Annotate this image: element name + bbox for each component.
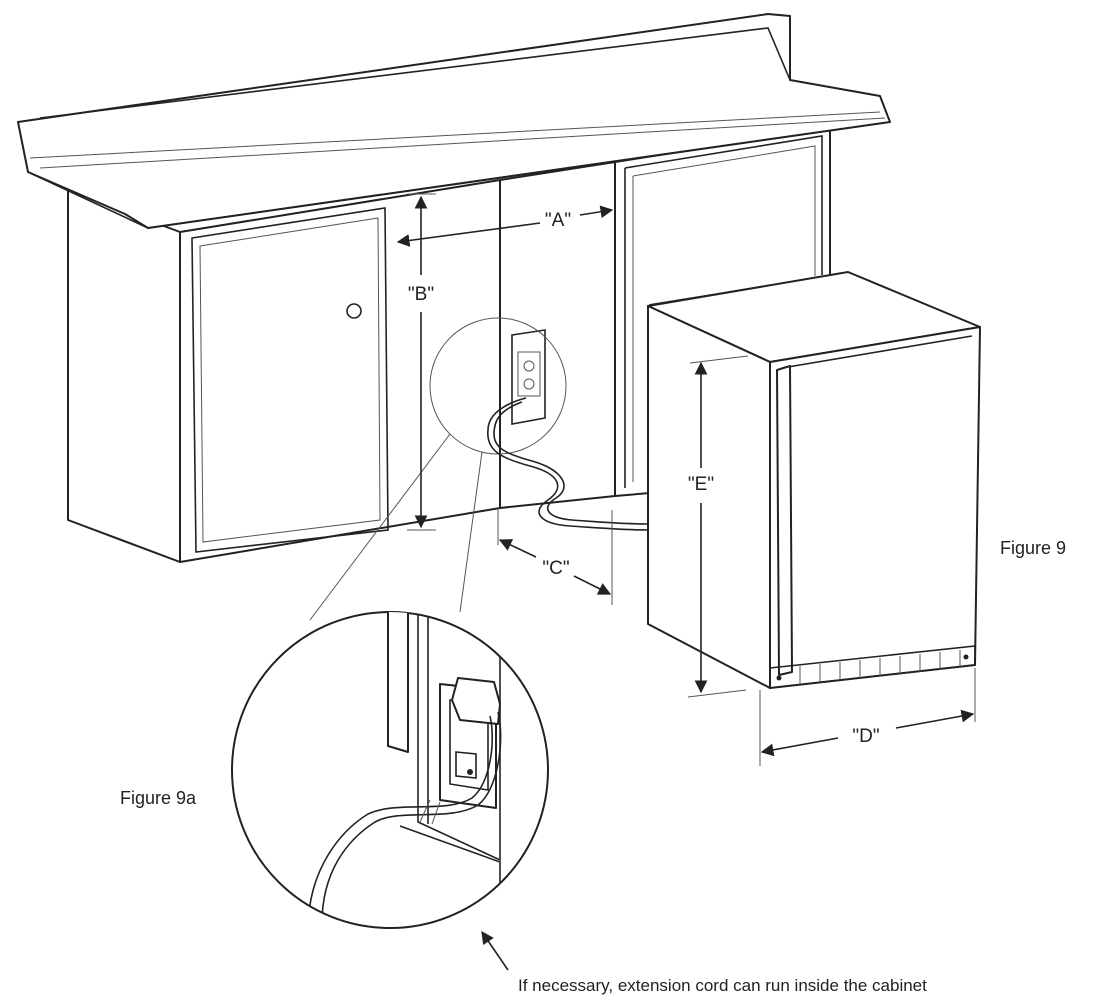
wall-outlet xyxy=(511,329,546,425)
undercounter-refrigerator xyxy=(647,271,981,689)
toe-kick-grille xyxy=(769,645,976,689)
label-b: "B" xyxy=(408,284,434,305)
cabinet-door-left xyxy=(191,207,389,553)
power-cord xyxy=(487,397,651,531)
door-handle xyxy=(776,365,793,676)
figure-9-label: Figure 9 xyxy=(1000,538,1066,558)
countertop xyxy=(17,13,891,229)
label-c: "C" xyxy=(542,558,569,579)
label-a: "A" xyxy=(545,210,571,231)
dimension-e: "E" xyxy=(688,355,749,698)
dimension-c: "C" xyxy=(497,508,613,605)
figure-9a-label: Figure 9a xyxy=(120,788,197,808)
label-e: "E" xyxy=(688,474,714,495)
detail-zoom xyxy=(231,611,549,929)
dimension-b: "B" xyxy=(407,193,436,531)
cabinet-door-right xyxy=(624,135,823,275)
door-knob xyxy=(346,303,362,319)
dimension-d: "D" xyxy=(759,668,976,766)
extension-cord-note: If necessary, extension cord can run ins… xyxy=(518,976,927,995)
label-d: "D" xyxy=(852,726,879,747)
